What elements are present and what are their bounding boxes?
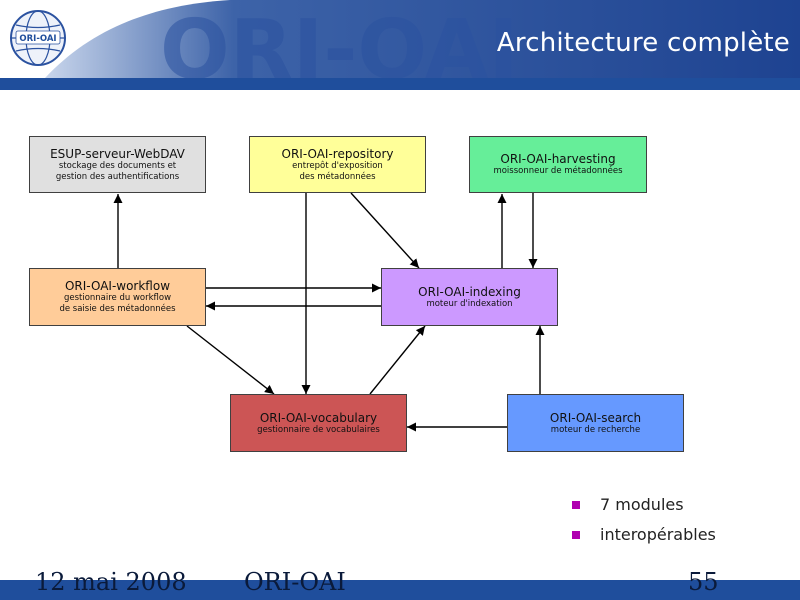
slide-header: ORI-OAI ORI-OAI Architecture complète — [0, 0, 800, 78]
module-vocabulary: ORI-OAI-vocabulary gestionnaire de vocab… — [230, 394, 407, 452]
module-subtitle: des métadonnées — [299, 171, 376, 182]
module-title: ORI-OAI-workflow — [64, 279, 171, 293]
arrow-vocabulary-to-indexing — [369, 325, 426, 395]
arrow-workflow-to-vocabulary — [186, 325, 275, 395]
module-subtitle: stockage des documents et — [58, 160, 177, 171]
module-subtitle: gestionnaire de vocabulaires — [257, 424, 380, 435]
bullet-text: interopérables — [600, 525, 716, 544]
footer-date: 12 mai 2008 — [35, 568, 187, 596]
slide-title: Architecture complète — [496, 28, 790, 58]
module-subtitle: gestionnaire du workflow — [63, 293, 172, 303]
module-subtitle: gestion des authentifications — [55, 171, 180, 182]
module-search: ORI-OAI-search moteur de recherche — [507, 394, 684, 452]
bullet-square-icon — [572, 501, 580, 509]
header-background: ORI-OAI — [0, 0, 800, 78]
module-workflow: ORI-OAI-workflow gestionnaire du workflo… — [29, 268, 206, 326]
arrow-repository-to-indexing — [350, 192, 420, 269]
bullet-square-icon — [572, 531, 580, 539]
module-title: ORI-OAI-harvesting — [500, 152, 616, 166]
module-subtitle: moteur de recherche — [550, 424, 641, 435]
module-subtitle: moissonneur de métadonnées — [493, 166, 623, 176]
header-stripe — [0, 78, 800, 90]
module-harvesting: ORI-OAI-harvesting moissonneur de métado… — [469, 136, 647, 193]
module-subtitle: entrepôt d'exposition — [292, 160, 383, 171]
module-subtitle: de saisie des métadonnées — [59, 304, 176, 314]
module-title: ORI-OAI-indexing — [418, 284, 521, 299]
module-title: ESUP-serveur-WebDAV — [50, 146, 185, 161]
header-watermark: ORI-OAI — [160, 3, 519, 78]
logo-text: ORI-OAI — [19, 34, 56, 44]
module-title: ORI-OAI-repository — [281, 146, 394, 161]
footer-page-number: 55 — [688, 568, 719, 596]
module-title: ORI-OAI-search — [549, 410, 642, 425]
ori-oai-logo: ORI-OAI — [10, 10, 66, 66]
footer-bar — [0, 580, 800, 600]
footer-project: ORI-OAI — [244, 568, 346, 596]
module-indexing: ORI-OAI-indexing moteur d'indexation — [381, 268, 558, 326]
module-subtitle: moteur d'indexation — [426, 298, 513, 309]
module-repository: ORI-OAI-repository entrepôt d'exposition… — [249, 136, 426, 193]
module-esup-webdav: ESUP-serveur-WebDAV stockage des documen… — [29, 136, 206, 193]
bullet-text: 7 modules — [600, 495, 684, 514]
module-title: ORI-OAI-vocabulary — [259, 410, 378, 425]
